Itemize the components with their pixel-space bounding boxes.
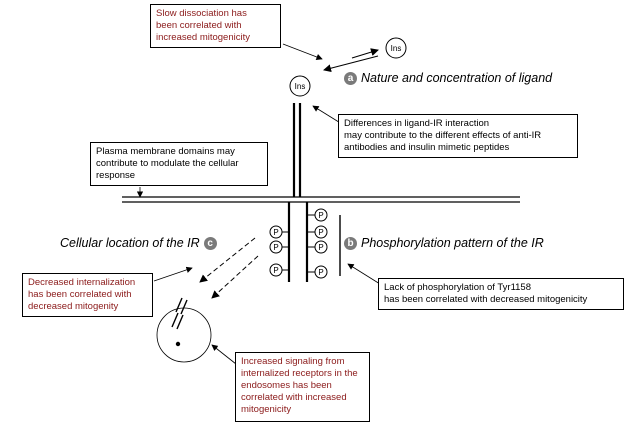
label-ligand-text: Nature and concentration of ligand: [361, 71, 553, 85]
box-tyr1158: Lack of phosphorylation of Tyr1158 has b…: [378, 278, 624, 310]
box-plasma-membrane: Plasma membrane domains may contribute t…: [90, 142, 268, 186]
phospho-right-3: P: [314, 240, 328, 254]
pointer-tyr1158: [347, 263, 381, 285]
svg-text:P: P: [318, 268, 323, 277]
ins-ligand-free: Ins: [385, 37, 407, 59]
phospho-left-3: P: [269, 263, 283, 277]
svg-text:P: P: [318, 211, 323, 220]
svg-text:P: P: [273, 228, 278, 237]
internalized-receptor-2: [180, 299, 188, 315]
ins-ligand-bound-label: Ins: [295, 82, 306, 91]
box-slow-dissociation: Slow dissociation has been correlated wi…: [150, 4, 281, 48]
binding-arrow-reverse: [323, 55, 379, 73]
endosome: [156, 307, 212, 363]
label-location: Cellular location of the IR c: [60, 236, 217, 250]
pointer-ligand-interaction: [312, 105, 343, 125]
internalization-arrow-2: [211, 255, 259, 299]
phospho-left-1: P: [269, 225, 283, 239]
pointer-endosome-signaling: [211, 344, 237, 365]
label-location-text: Cellular location of the IR: [60, 236, 200, 250]
binding-arrow-forward: [351, 48, 379, 59]
ins-ligand-free-label: Ins: [391, 44, 402, 53]
pointer-internalization: [153, 266, 193, 282]
endosome-nucleus: [175, 341, 181, 347]
phospho-right-4: P: [314, 265, 328, 279]
badge-b: b: [344, 236, 357, 250]
badge-a: a: [344, 71, 357, 85]
label-phosphorylation: b Phosphorylation pattern of the IR: [344, 236, 544, 250]
internalized-receptor-1: [175, 297, 183, 313]
svg-text:P: P: [273, 266, 278, 275]
badge-c: c: [203, 236, 217, 250]
box-ligand-interaction: Differences in ligand-IR interaction may…: [338, 114, 578, 158]
box-internalization: Decreased internalization has been corre…: [22, 273, 153, 317]
svg-text:P: P: [273, 243, 278, 252]
svg-text:P: P: [318, 243, 323, 252]
internalized-receptor-4: [176, 314, 184, 330]
ins-ligand-bound: Ins: [289, 75, 311, 97]
svg-text:P: P: [318, 228, 323, 237]
phospho-right-1: P: [314, 208, 328, 222]
label-phosphorylation-text: Phosphorylation pattern of the IR: [361, 236, 544, 250]
internalization-arrow-1: [199, 237, 256, 283]
internalized-receptor-3: [171, 312, 179, 328]
box-endosome-signaling: Increased signaling from internalized re…: [235, 352, 370, 422]
label-ligand: a Nature and concentration of ligand: [344, 71, 552, 85]
phospho-left-2: P: [269, 240, 283, 254]
pointer-slow-dissociation: [282, 43, 323, 60]
phospho-right-2: P: [314, 225, 328, 239]
